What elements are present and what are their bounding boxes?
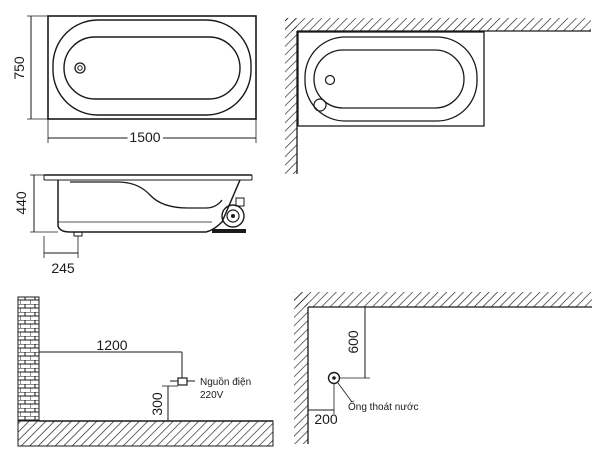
drain-pipe-icon (327, 371, 341, 385)
dim-200-label: 200 (314, 411, 338, 427)
drain-hole-icon (74, 62, 86, 74)
dim-1200-label: 1200 (96, 337, 127, 353)
power-outlet-view: 1200 300 Nguồn điện 220V (17, 296, 274, 447)
dim-245-label: 245 (51, 260, 75, 276)
dimension-length: 1500 (47, 119, 257, 148)
pump-motor-icon (212, 197, 246, 233)
dim-1500-label: 1500 (129, 129, 160, 145)
tub-drain-hole-icon (324, 74, 336, 86)
dim-750-label: 750 (11, 56, 27, 80)
dimension-height: 440 (13, 174, 58, 233)
power-voltage-label: 220V (200, 390, 224, 401)
power-socket-icon (170, 377, 195, 386)
dimension-width: 750 (11, 15, 48, 120)
drain-pipe-label: Ống thoát nước (348, 399, 419, 413)
corner-installation-view (285, 18, 591, 174)
dim-440-label: 440 (13, 191, 29, 215)
overflow-fitting-icon (313, 98, 327, 112)
dim-600-label: 600 (345, 330, 361, 354)
drain-pipe-view: 600 200 Ống thoát nước (294, 292, 592, 444)
tub-top-view (47, 15, 257, 120)
power-source-label: Nguồn điện (200, 376, 251, 388)
dim-300-label: 300 (149, 392, 165, 416)
dimension-foot-offset: 245 (43, 236, 79, 276)
tub-side-view (43, 174, 253, 237)
